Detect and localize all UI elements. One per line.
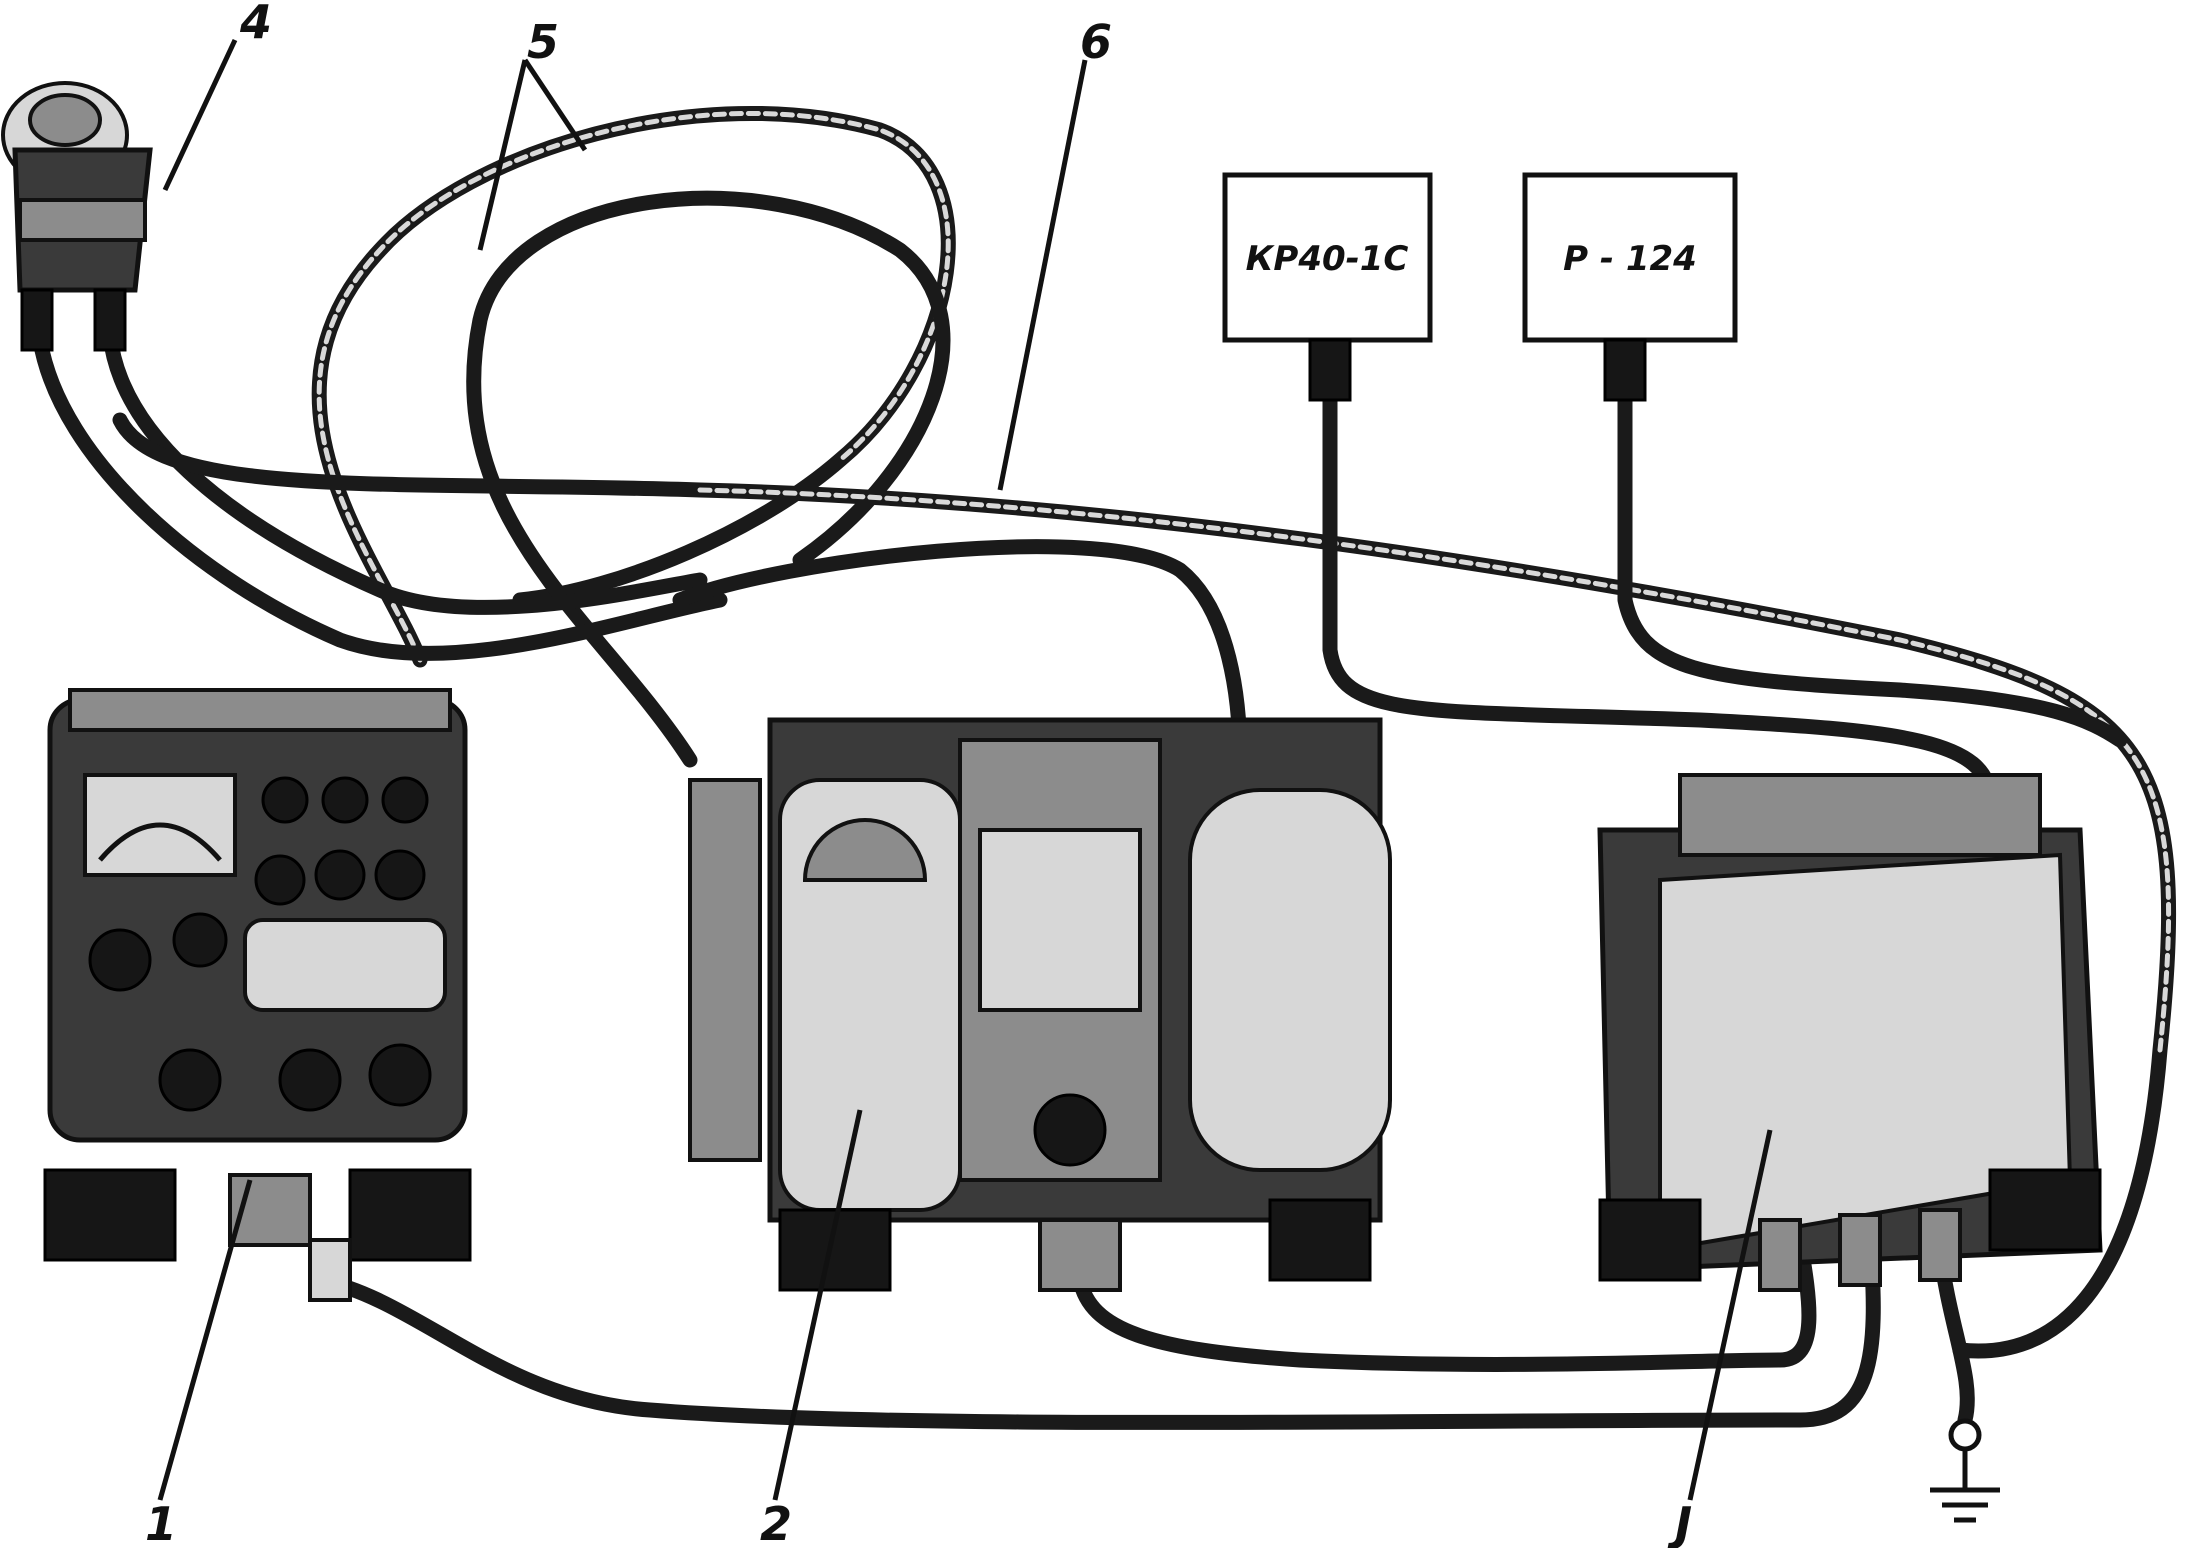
callouts: 4 5 6 1 2 J xyxy=(145,0,1692,1548)
box-kr40: КР40-1С xyxy=(1222,172,1433,402)
callout-4: 4 xyxy=(239,0,272,49)
cable-bottom-2 xyxy=(1072,1232,1817,1372)
device-1 xyxy=(43,688,472,1302)
leader-3 xyxy=(1687,1129,1773,1501)
device-3-connector-b xyxy=(1838,1213,1882,1287)
device-1-foot xyxy=(43,1168,177,1262)
device-2 xyxy=(688,717,1392,1292)
cable-bottom-1 xyxy=(312,1232,1881,1430)
device-1-knob xyxy=(261,776,309,824)
device-2-right-module xyxy=(1188,788,1392,1172)
cable-loop-outer xyxy=(311,106,956,668)
device-2-side-tube xyxy=(688,778,762,1162)
device-2-connector xyxy=(1038,1218,1122,1292)
callout-3: J xyxy=(1667,1497,1692,1548)
leader-4 xyxy=(162,38,238,192)
device-3-top xyxy=(1678,773,2042,857)
device-1-window xyxy=(243,918,447,1012)
box-kr40-label: КР40-1С xyxy=(1246,239,1409,279)
cable-kr40 xyxy=(1322,372,1998,808)
device-2-center-window xyxy=(978,828,1142,1012)
headset-device xyxy=(1,81,153,352)
callout-2: 2 xyxy=(760,1497,792,1548)
leader-5b xyxy=(522,58,588,152)
box-r124-label: Р - 124 xyxy=(1563,239,1697,279)
leader-6 xyxy=(997,59,1088,491)
box-kr40-frame xyxy=(1222,172,1433,343)
cable-r124 xyxy=(1617,372,2128,748)
cable-top-2 xyxy=(672,539,1248,768)
box-kr40-plug xyxy=(1308,338,1352,402)
cable-headset-1 xyxy=(32,332,728,661)
leader-5a xyxy=(477,59,528,251)
device-3-connector-c xyxy=(1918,1208,1962,1282)
box-r124: Р - 124 xyxy=(1522,172,1738,402)
callout-6: 6 xyxy=(1080,15,1112,69)
box-r124-plug xyxy=(1603,338,1647,402)
device-3-connector-a xyxy=(1758,1218,1802,1292)
cable-headset-2 xyxy=(102,327,708,615)
callout-5: 5 xyxy=(527,15,559,69)
cables xyxy=(32,106,2176,1430)
leader-1 xyxy=(157,1179,253,1501)
box-r124-frame xyxy=(1522,172,1738,343)
device-3 xyxy=(1597,773,2103,1292)
leader-2 xyxy=(772,1109,863,1501)
ground-symbol xyxy=(1930,1418,2000,1523)
cable-loop-inner xyxy=(466,190,951,768)
device-2-dial xyxy=(802,818,928,882)
callout-leaders xyxy=(157,38,1773,1501)
callout-1: 1 xyxy=(145,1497,177,1548)
